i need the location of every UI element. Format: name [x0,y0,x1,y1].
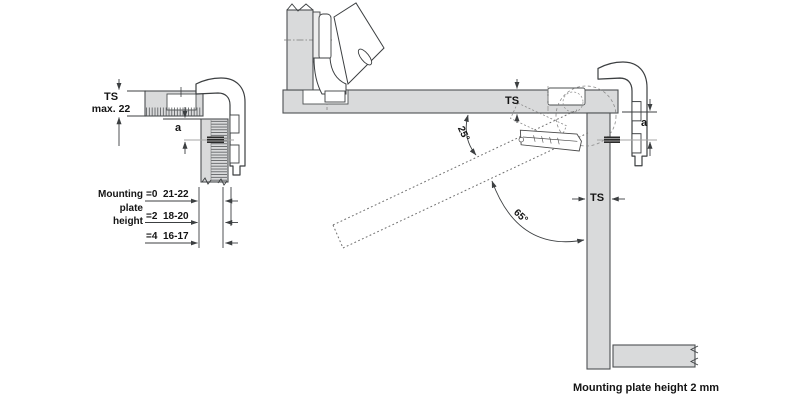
left-section-diagram [116,77,246,248]
a-label-right: a [641,117,648,129]
caption: Mounting plate height 2 mm [573,382,720,394]
right-fixing-screw [604,136,620,143]
right-application-diagram [282,2,699,370]
a-label-left: a [175,122,182,134]
left-side-panel [200,118,229,186]
hinge-wing [333,2,385,86]
right-horizontal-panel [282,89,619,114]
row-0-range: 21-22 [163,188,189,200]
arc-25deg [463,114,477,156]
left-table-dimension-lines [145,187,238,248]
closed-door-assembly [284,2,385,110]
right-vertical-panel [586,112,611,370]
ts-max-line1: TS [103,91,119,103]
break-mark [217,178,228,186]
corner-cup-recess [547,86,586,114]
table-row-1: =2 18-20 [146,210,189,223]
right-a-dimension [597,99,657,156]
row-2-offset: =4 [146,230,158,242]
hinge-projection-dashed [509,102,568,142]
left-ts-dimension [116,79,146,146]
wing-slot [357,48,373,66]
arc-65deg [491,180,585,244]
right-bottom-panel [612,344,699,368]
table-row-0: =0 21-22 [146,188,189,201]
left-top-panel [144,87,204,117]
open-door-dashed-outline [332,109,591,249]
mounting-label-line3: height [113,216,143,227]
table-row-2: =4 16-17 [146,230,189,243]
angle-dimensions [463,114,585,244]
break-mark [689,345,699,354]
break-mark [286,3,314,12]
break-mark [689,357,699,366]
ts-label-side-panel: TS [590,192,605,204]
mounting-label-line2: plate [119,202,143,214]
mounting-label-line1: Mounting [98,189,143,200]
break-mark [201,177,212,185]
left-a-dimension [163,107,201,154]
hinge-cup [324,90,346,103]
row-1-offset: =2 [146,210,158,222]
left-fixing-screw [184,136,234,143]
ts-max-line2: max. 22 [91,102,131,115]
open-hinge-arm [518,129,582,152]
mounted-hinge [312,2,385,103]
pivot-swing-circle [555,85,617,147]
row-1-range: 18-20 [163,210,189,222]
door-panel [286,9,314,91]
ts-max-label: TS max. 22 [84,91,138,115]
row-2-range: 16-17 [163,230,189,242]
row-0-offset: =0 [146,188,158,200]
ts-label-top-panel: TS [505,95,520,107]
